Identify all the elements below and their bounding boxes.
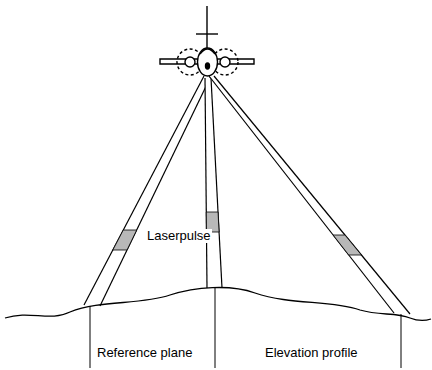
- beam-fill: [205, 78, 222, 288]
- laser-pulse: [333, 235, 361, 255]
- elevation-profile-label: Elevation profile: [264, 346, 359, 360]
- reference-line: [401, 314, 402, 368]
- airplane: [160, 6, 254, 76]
- beam-edge: [100, 76, 211, 306]
- beam-fill: [84, 76, 211, 306]
- beam-fill: [209, 76, 410, 314]
- stabilizer: [196, 33, 218, 34]
- cockpit: [200, 49, 215, 54]
- laser-pulse: [113, 230, 137, 250]
- fuselage: [198, 48, 218, 76]
- laser-beam: [205, 78, 222, 288]
- laser-pulse-label: Laserpulse: [146, 229, 212, 243]
- laser-beam: [209, 76, 410, 314]
- beam-edge: [205, 78, 207, 288]
- beam-edge: [209, 76, 394, 313]
- reference-line: [215, 287, 216, 368]
- reference-line: [90, 306, 91, 368]
- laser-beams: [84, 76, 410, 314]
- beam-edge: [214, 76, 410, 314]
- engine: [220, 57, 230, 67]
- laser-beam: [84, 76, 211, 306]
- laser-scanner: [206, 63, 210, 69]
- terrain-line: [5, 287, 431, 320]
- reference-plane-label: Reference plane: [96, 346, 193, 360]
- engine: [185, 57, 195, 67]
- beam-edge: [211, 78, 222, 288]
- tail-fin: [206, 6, 207, 50]
- reference-lines: [90, 287, 401, 368]
- beam-edge: [84, 76, 204, 305]
